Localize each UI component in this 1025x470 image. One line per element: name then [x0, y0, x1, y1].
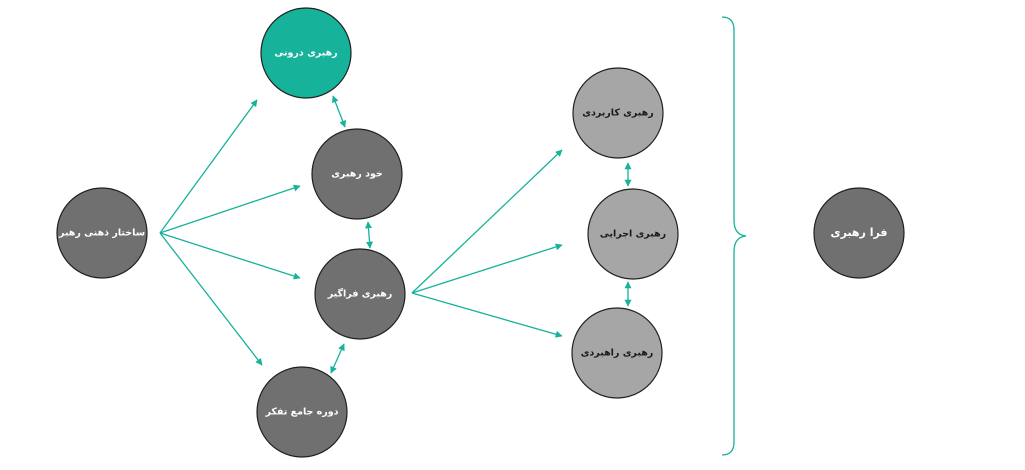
- node-thinking-course: دوره جامع تفکر: [256, 366, 348, 458]
- arrow-to-applied-leadership: [411, 149, 563, 294]
- curly-brace: [721, 16, 747, 456]
- node-comprehensive-leadership-label: رهبری فراگیر: [327, 288, 393, 300]
- arrow-to-executive-leadership: [411, 243, 563, 294]
- arrow-to-strategic-leadership: [411, 292, 563, 338]
- left-column-links: [330, 95, 374, 374]
- node-meta-leadership-label: فرا رهبری: [830, 226, 887, 239]
- fan-out-arrows-left: [159, 99, 301, 366]
- node-executive-leadership: رهبری اجرایی: [587, 188, 679, 280]
- node-meta-leadership: فرا رهبری: [813, 187, 905, 279]
- node-self-leadership-label: خود رهبری: [331, 169, 383, 180]
- node-strategic-leadership: رهبری راهبردی: [571, 307, 663, 399]
- node-thinking-course-label: دوره جامع تفکر: [264, 407, 338, 418]
- link-self-comprehensive: [364, 221, 374, 249]
- node-strategic-leadership-label: رهبری راهبردی: [581, 348, 654, 359]
- arrow-to-self-leadership: [159, 184, 301, 234]
- fan-out-arrows-right: [411, 149, 563, 338]
- node-self-leadership: خود رهبری: [311, 128, 403, 220]
- link-inner-self: [332, 95, 346, 128]
- node-comprehensive-leadership: رهبری فراگیر: [314, 248, 406, 340]
- link-comprehensive-thinking: [330, 343, 345, 374]
- node-applied-leadership-label: رهبری کاربردی: [582, 108, 653, 119]
- node-mental-structure-label: ساختار ذهنی رهبر: [58, 228, 145, 239]
- arrow-to-comprehensive-leadership: [159, 232, 301, 280]
- node-executive-leadership-label: رهبری اجرایی: [600, 229, 666, 240]
- node-mental-structure: ساختار ذهنی رهبر: [56, 187, 148, 279]
- arrow-to-inner-leadership: [159, 99, 258, 234]
- node-applied-leadership: رهبری کاربردی: [572, 67, 664, 159]
- node-inner-leadership-label: رهبری درونی: [274, 48, 337, 59]
- arrow-to-thinking-course: [159, 232, 263, 366]
- node-inner-leadership: رهبری درونی: [260, 7, 352, 99]
